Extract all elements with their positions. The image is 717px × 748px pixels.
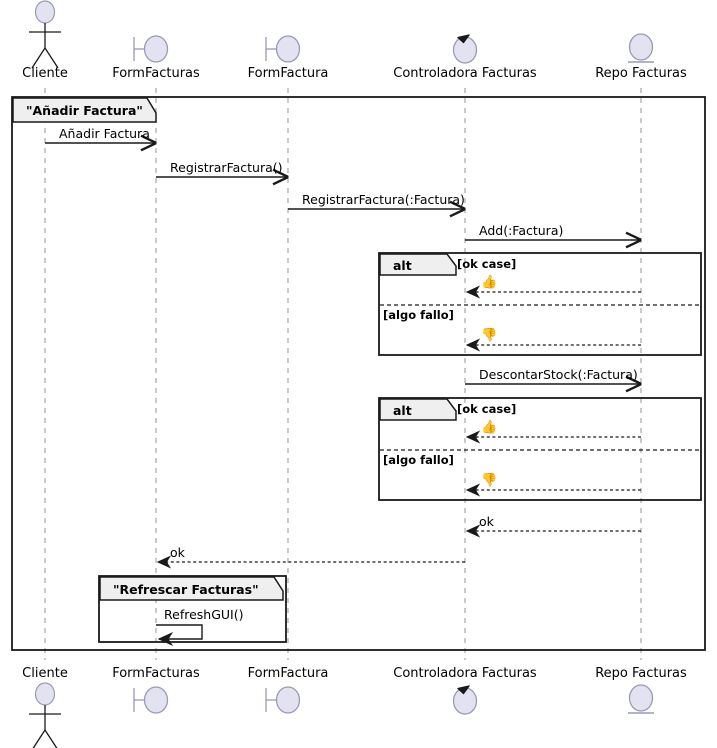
inner-group-frame-title: "Refrescar Facturas" xyxy=(113,581,259,597)
alt-reply-thumbs-up-icon-1-0: 👍 xyxy=(481,420,498,435)
participant-label-bottom-2: FormFactura xyxy=(247,666,329,681)
self-message-arrow xyxy=(156,624,203,647)
self-message-label: RefreshGUI() xyxy=(164,607,244,622)
participant-icons-top xyxy=(29,0,654,69)
participant-label-top-0: Cliente xyxy=(22,66,68,81)
message-label-5: ok xyxy=(479,514,494,529)
actor-stick-figure-icon xyxy=(29,682,61,748)
alt-fragment-0 xyxy=(378,252,702,356)
participant-icons-bottom xyxy=(29,682,654,748)
actor-stick-figure-icon xyxy=(29,0,61,69)
participant-label-bottom-4: Repo Facturas xyxy=(595,666,687,681)
inner-group-frame xyxy=(98,575,287,643)
message-arrows xyxy=(45,143,641,647)
participant-label-top-2: FormFactura xyxy=(247,66,329,81)
alt-fragment-1 xyxy=(378,397,702,501)
participant-label-bottom-0: Cliente xyxy=(22,666,68,681)
message-label-6: ok xyxy=(170,545,185,560)
boundary-icon xyxy=(265,686,301,714)
boundary-icon xyxy=(133,35,169,63)
message-label-4: DescontarStock(:Factura) xyxy=(479,367,638,382)
alt-reply-thumbs-down-icon-1-1: 👎 xyxy=(481,473,498,488)
participant-label-top-4: Repo Facturas xyxy=(595,66,687,81)
alt-reply-thumbs-up-icon-0-0: 👍 xyxy=(481,275,498,290)
boundary-icon xyxy=(133,686,169,714)
alt-fragment-1-title: alt xyxy=(393,402,412,418)
alt-reply-thumbs-down-icon-0-1: 👎 xyxy=(481,328,498,343)
alt-guard-1-1: [algo fallo] xyxy=(383,453,454,467)
outer-group-frame-header-tab xyxy=(12,97,157,123)
participant-label-bottom-3: Controladora Facturas xyxy=(393,666,537,681)
control-icon xyxy=(452,34,478,64)
message-label-2: RegistrarFactura(:Factura) xyxy=(302,192,465,207)
alt-guard-0-0: [ok case] xyxy=(457,257,517,271)
entity-icon xyxy=(628,33,654,63)
alt-guard-0-1: [algo fallo] xyxy=(383,308,454,322)
entity-icon xyxy=(628,684,654,714)
alt-fragment-1-header-tab xyxy=(379,398,457,421)
outer-group-frame-title: "Añadir Factura" xyxy=(26,103,143,118)
participant-label-top-1: FormFacturas xyxy=(112,66,200,81)
alt-fragment-0-title: alt xyxy=(393,257,412,273)
boundary-icon xyxy=(265,35,301,63)
participant-label-bottom-1: FormFacturas xyxy=(112,666,200,681)
message-label-3: Add(:Factura) xyxy=(479,223,564,238)
participant-label-top-3: Controladora Facturas xyxy=(393,66,537,81)
message-label-0: Añadir Factura xyxy=(59,126,150,141)
fragment-frames xyxy=(11,96,706,651)
inner-group-frame-header-tab xyxy=(99,576,284,601)
outer-group-frame xyxy=(11,96,706,651)
control-icon xyxy=(452,685,478,715)
alt-guard-1-0: [ok case] xyxy=(457,402,517,416)
alt-fragment-0-header-tab xyxy=(379,253,457,276)
message-label-1: RegistrarFactura() xyxy=(170,160,283,175)
